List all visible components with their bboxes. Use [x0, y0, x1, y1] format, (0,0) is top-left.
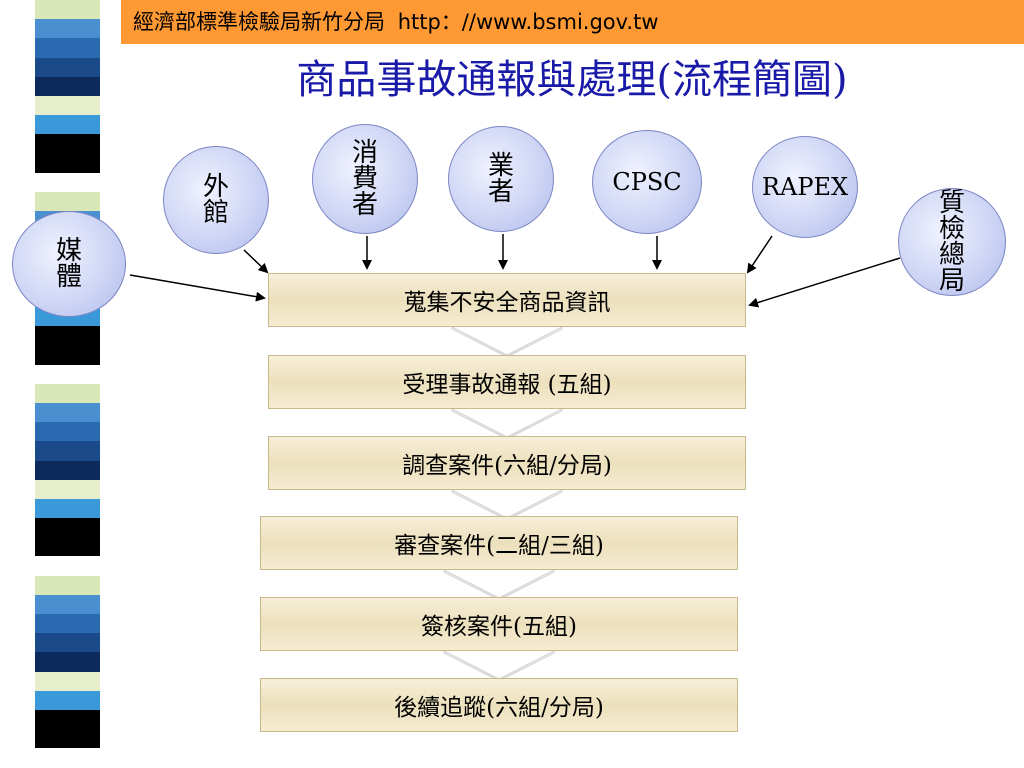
flow-chevron-2 — [451, 408, 563, 440]
stripe-band — [35, 671, 100, 691]
header-bar: 經濟部標準檢驗局新竹分局 http：//www.bsmi.gov.tw — [121, 0, 1024, 44]
stripe-band — [35, 633, 100, 653]
stripe-band — [35, 460, 100, 480]
stripe-band — [35, 364, 100, 384]
source-cpsc-label: CPSC — [612, 168, 682, 196]
source-media-label: 媒體 — [55, 236, 82, 292]
step-review: 審查案件(二組/三組) — [260, 516, 738, 570]
header-url: http：//www.bsmi.gov.tw — [397, 10, 659, 34]
stripe-band — [35, 191, 100, 212]
stripe-band — [35, 0, 100, 20]
stripe-band — [35, 556, 100, 576]
step-accept: 受理事故通報 (五組) — [268, 355, 746, 409]
stripe-band — [35, 537, 100, 557]
stripe-band — [35, 19, 100, 39]
stripe-band — [35, 402, 100, 423]
stripe-band — [35, 575, 100, 595]
stripe-band — [35, 383, 100, 403]
source-embassy-label: 外館 — [202, 172, 229, 228]
flow-chevron-4 — [443, 569, 555, 601]
arrow-rapex — [746, 235, 773, 274]
flow-chevron-5 — [443, 650, 555, 682]
stripe-band — [35, 441, 100, 461]
page-title: 商品事故通報與處理(流程簡圖) — [296, 57, 848, 103]
source-rapex-label: RAPEX — [761, 173, 849, 201]
stripe-band — [35, 652, 100, 672]
arrow-aqsiq — [748, 257, 901, 308]
source-consumer-label: 消費者 — [351, 138, 378, 220]
stripe-band — [35, 479, 100, 499]
stripe-band — [35, 709, 100, 730]
step-collect: 蒐集不安全商品資訊 — [268, 273, 746, 327]
flow-chevron-1 — [451, 326, 563, 358]
source-media: 媒體 — [12, 211, 126, 317]
arrow-media — [129, 274, 266, 302]
source-cpsc: CPSC — [592, 130, 702, 234]
stripe-band — [35, 690, 100, 710]
stripe-band — [35, 729, 100, 749]
stripe-band — [35, 134, 100, 154]
source-aqsiq-label: 質檢總局 — [938, 188, 965, 296]
source-consumer: 消費者 — [312, 124, 418, 234]
source-rapex: RAPEX — [752, 136, 858, 238]
stripe-band — [35, 76, 100, 96]
step-approve: 簽核案件(五組) — [260, 597, 738, 651]
stripe-band — [35, 518, 100, 538]
stripe-band — [35, 95, 100, 116]
step-investigate: 調查案件(六組/分局) — [268, 436, 746, 490]
stripe-band — [35, 172, 100, 192]
arrow-embassy — [243, 249, 269, 274]
stripe-band — [35, 153, 100, 173]
stripe-band — [35, 326, 100, 346]
stripe-band — [35, 498, 100, 519]
step-followup: 後續追蹤(六組/分局) — [260, 678, 738, 732]
stripe-band — [35, 115, 100, 135]
source-embassy: 外館 — [163, 146, 269, 254]
stripe-band — [35, 345, 100, 365]
stripe-band — [35, 748, 100, 768]
stripe-band — [35, 422, 100, 442]
stripe-band — [35, 38, 100, 58]
source-aqsiq: 質檢總局 — [898, 188, 1006, 296]
source-industry-label: 業者 — [487, 151, 514, 207]
stripe-band — [35, 57, 100, 77]
header-org: 經濟部標準檢驗局新竹分局 — [133, 10, 385, 34]
stripe-band — [35, 594, 100, 614]
stripe-band — [35, 614, 100, 634]
source-industry: 業者 — [448, 126, 554, 232]
